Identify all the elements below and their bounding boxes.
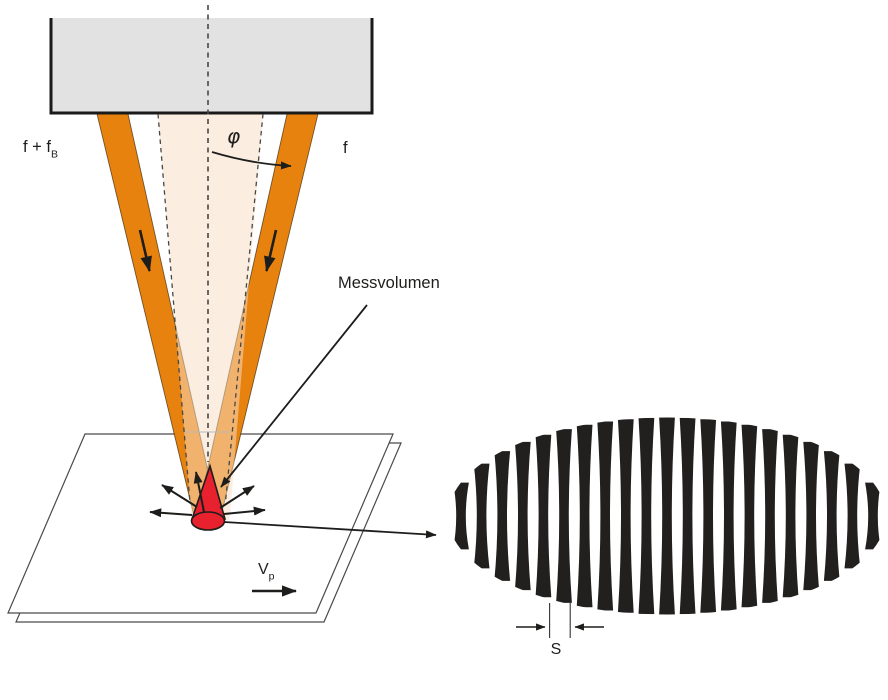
fringe-stripe [659,417,675,615]
fringe-stripe [720,421,737,611]
fringe-stripe [844,463,861,569]
scatter-arrows [149,471,266,518]
label-velocity: Vp [258,561,275,583]
fringe-pattern [453,417,881,615]
fringe-stripe [803,441,820,591]
fringe-stripe [556,429,572,603]
fringe-spacing-marker [516,603,604,638]
pointer-arrows [220,304,437,597]
label-beam-right-frequency: f [343,139,348,157]
label-angle-phi: φ [227,124,240,148]
probe-head-body [51,18,372,113]
scatter-arrow-up [193,471,205,513]
fringe-stripe [762,429,778,603]
fringe-stripe [679,417,696,615]
fringe-stripe [535,434,552,598]
probe-head-border [49,18,374,115]
construction-lines [157,5,264,504]
fringe-stripe [576,424,593,608]
fringe-stripe [823,451,840,581]
cone-edge-left-dashed [157,113,191,504]
fringe-stripe [597,421,614,611]
fringe-stripe [865,482,881,550]
beam-right-direction-arrow [264,229,278,273]
scatter-arrow-up-left [161,484,198,508]
label-fringe-spacing: S [551,641,562,658]
fringe-stripe [741,424,758,608]
cone-edge-right-dashed [224,113,264,504]
optical-cone [96,113,319,520]
scatter-arrow-left [149,508,193,518]
fringe-stripe [514,441,531,591]
fringe-stripe [638,417,655,615]
label-messvolumen: Messvolumen [338,274,440,292]
fringe-detail-pointer-arrow [223,521,437,539]
scatter-arrow-up-right [219,485,255,509]
fringe-stripe [494,451,511,581]
fringe-stripe [700,419,717,613]
beam-cone-overlap [158,114,263,520]
label-beam-left-frequency: f + fB [23,138,58,161]
beam-annotations [138,151,292,273]
scatter-arrow-right [223,506,266,516]
angle-arc-arrow [211,151,292,170]
labels: f + fB f φ Messvolumen Vp S [23,124,561,658]
messvolumen-pointer-arrow [220,304,368,488]
fringe-stripe [617,419,634,613]
fringe-stripe [473,463,490,569]
fringe-stripe [782,434,799,598]
probe-head [49,18,374,115]
beam-left-direction-arrow [138,229,152,273]
volume-base [190,511,226,531]
surface-plates [7,433,402,623]
fringe-stripe [453,482,469,550]
